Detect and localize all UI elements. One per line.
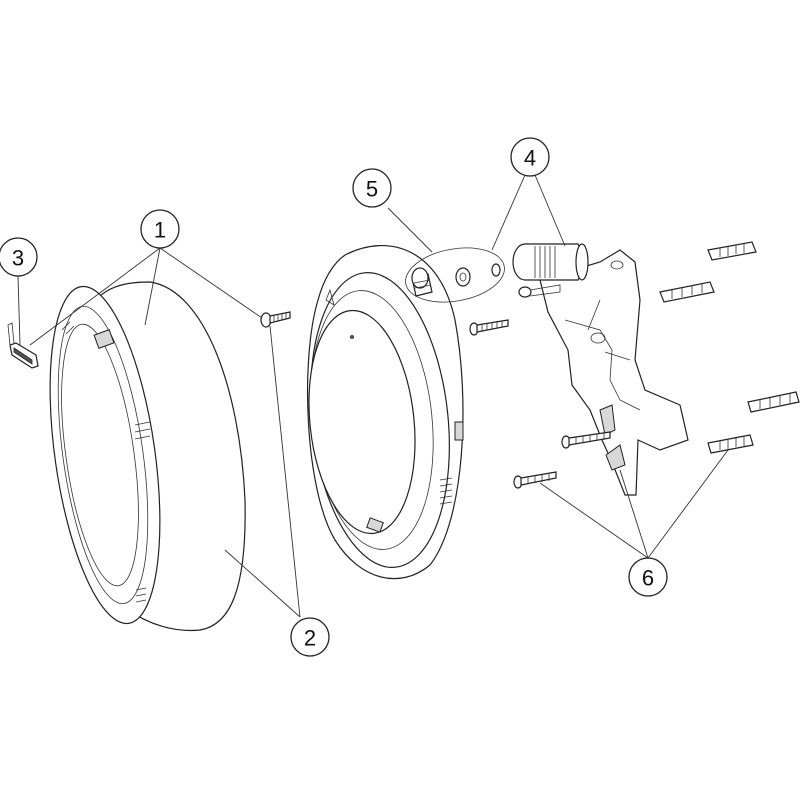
front-trim-ring bbox=[49, 281, 246, 632]
screw-mid bbox=[469, 319, 509, 336]
callout-label-3: 3 bbox=[12, 246, 24, 271]
callout-5: 5 bbox=[352, 168, 392, 208]
screws-and-plugs bbox=[513, 241, 800, 489]
clip-part bbox=[7, 322, 39, 369]
callout-label-2: 2 bbox=[304, 626, 316, 651]
callout-2: 2 bbox=[290, 617, 330, 657]
cable-gland-group bbox=[405, 247, 505, 303]
screw-part-2 bbox=[260, 311, 291, 328]
callout-label-4: 4 bbox=[524, 146, 536, 171]
callout-3: 3 bbox=[0, 237, 38, 277]
mounting-bracket bbox=[512, 243, 689, 496]
callout-1: 1 bbox=[140, 209, 180, 249]
callout-6: 6 bbox=[628, 557, 668, 597]
lamp-housing bbox=[306, 244, 464, 580]
leader-lines bbox=[17, 174, 729, 618]
callout-label-6: 6 bbox=[642, 566, 654, 591]
callout-label-5: 5 bbox=[366, 177, 378, 202]
callout-4: 4 bbox=[510, 137, 550, 177]
callout-label-1: 1 bbox=[154, 218, 166, 243]
